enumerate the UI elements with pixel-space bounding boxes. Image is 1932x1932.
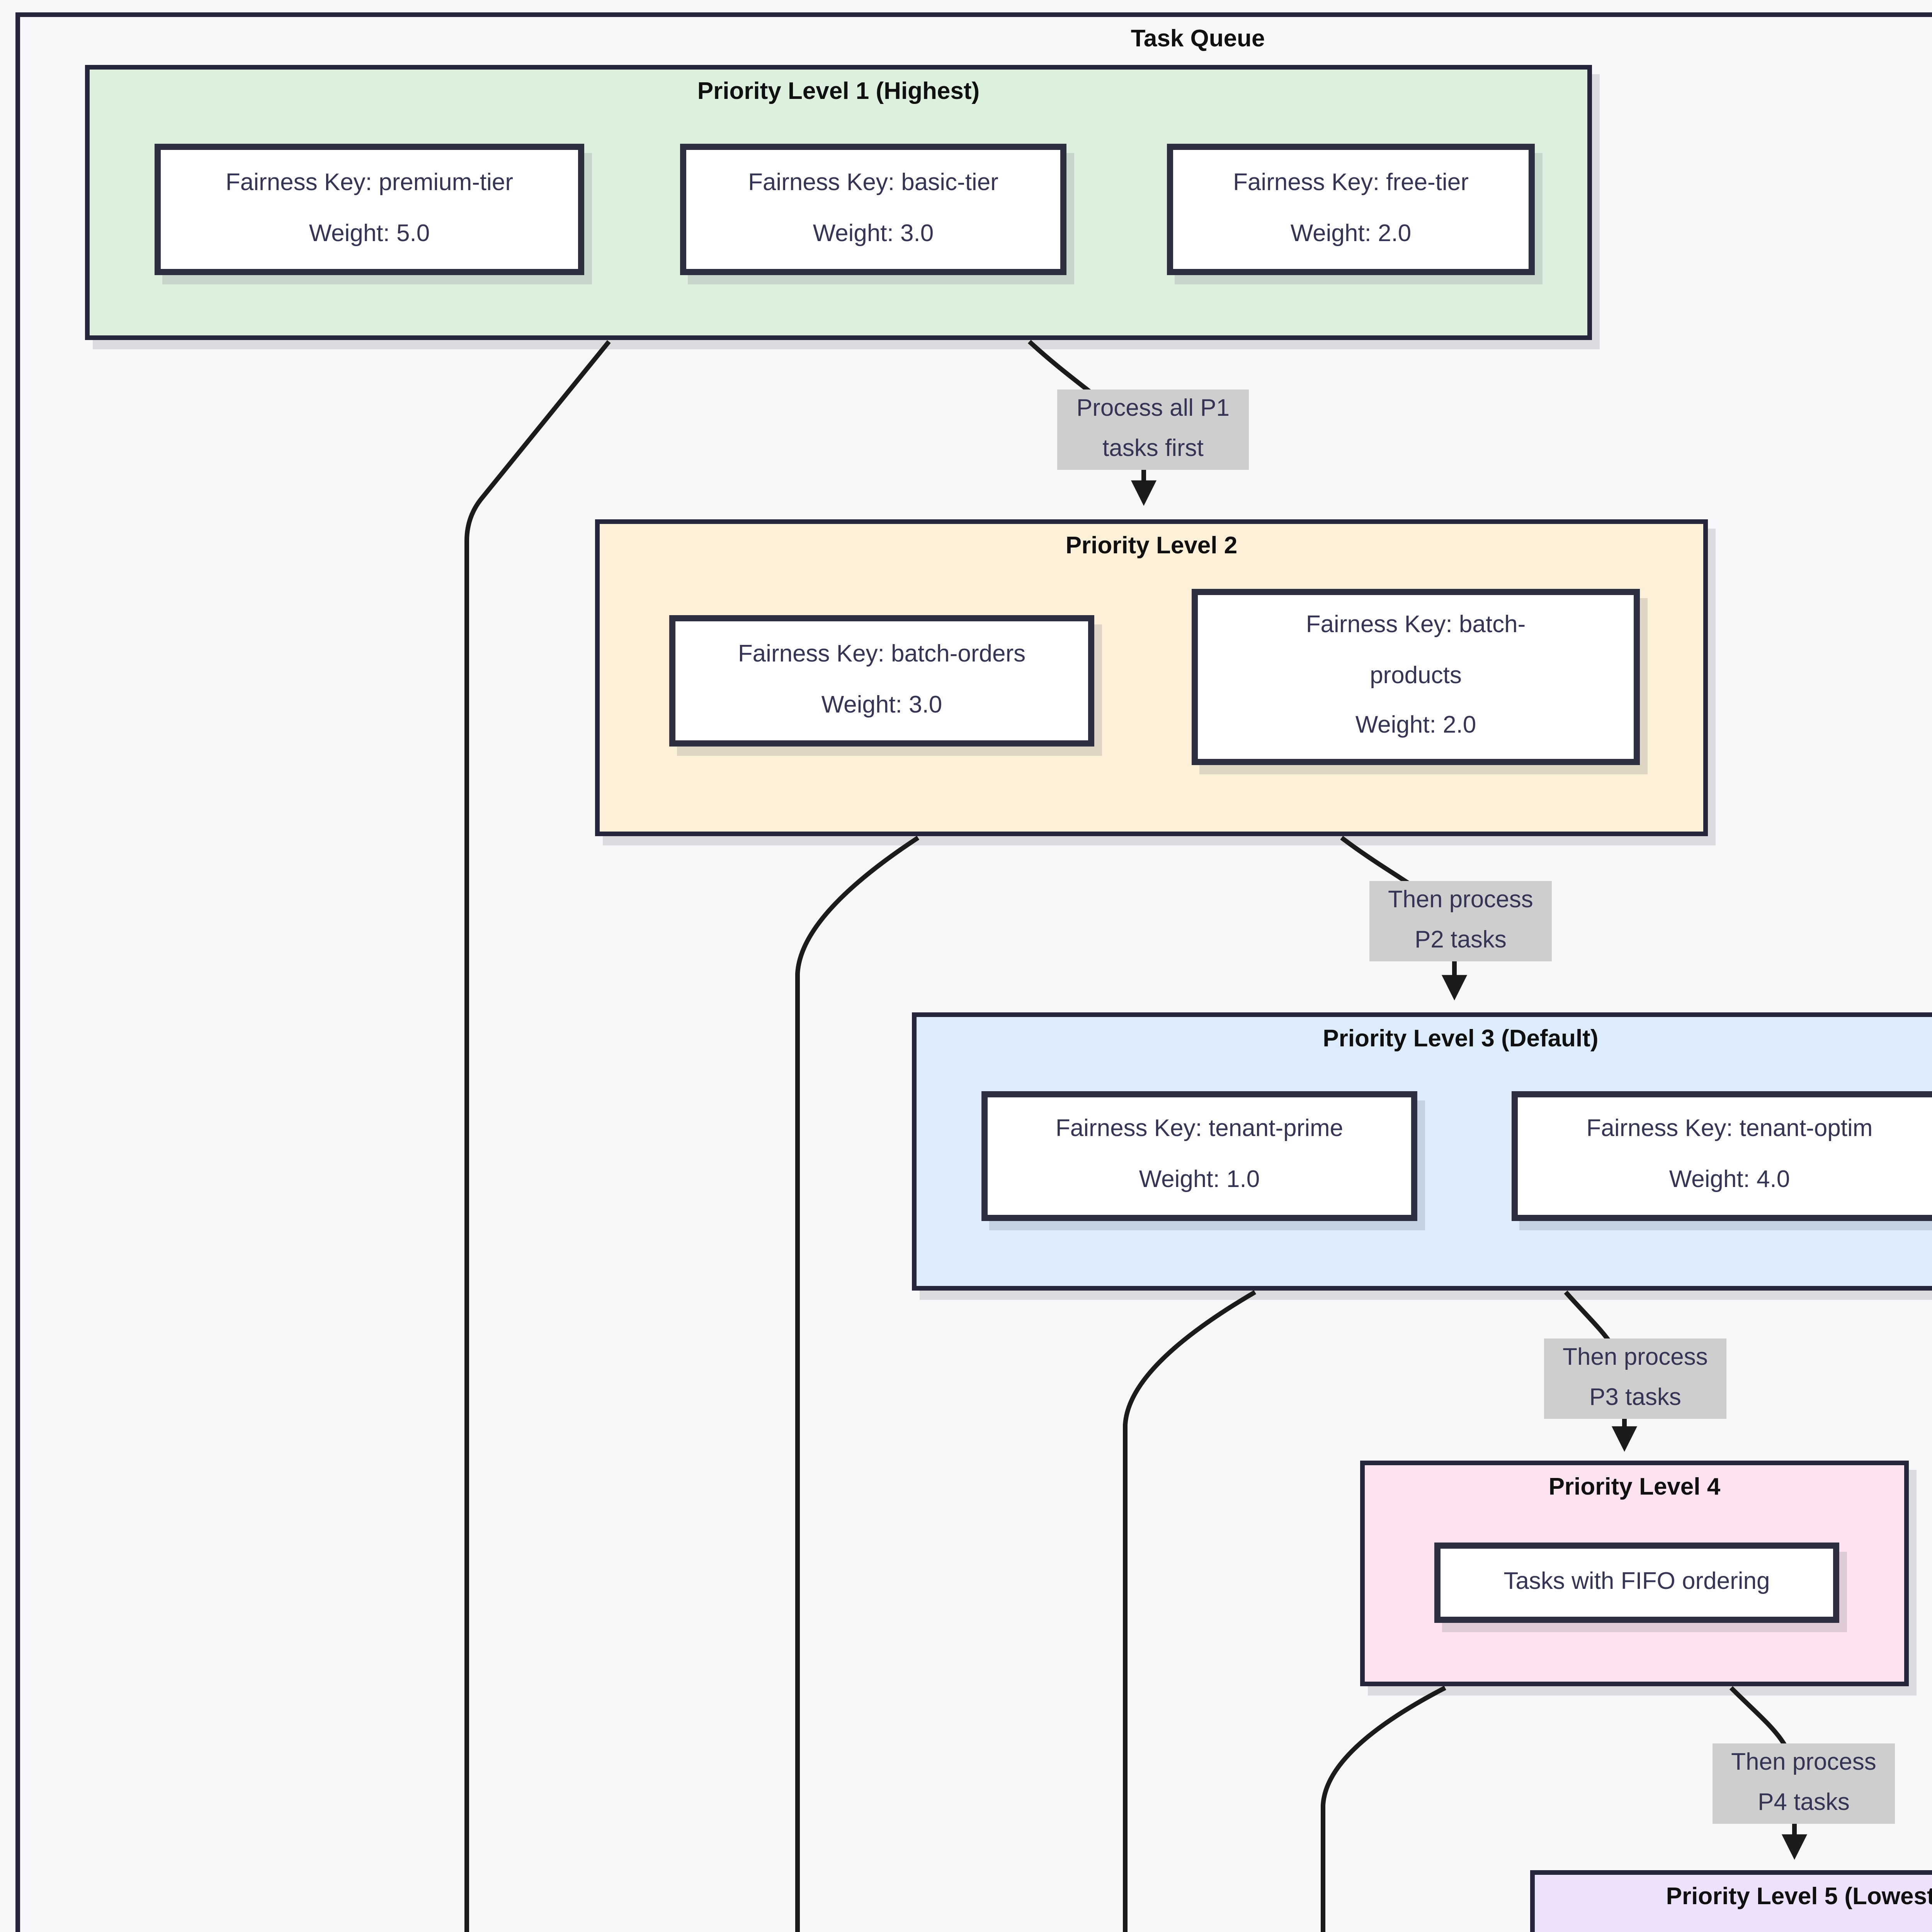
task-node-batch-orders: Fairness Key: batch-orders Weight: 3.0 [669,615,1094,747]
priority-level-3-group: Priority Level 3 (Default) Fairness Key:… [912,1012,1932,1291]
priority-level-1-title: Priority Level 1 (Highest) [697,79,980,105]
task-node-basic-tier: Fairness Key: basic-tier Weight: 3.0 [680,144,1066,275]
task-node-fifo-p4: Tasks with FIFO ordering [1434,1543,1839,1623]
edge-label-process-p3: Then process P3 tasks [1544,1338,1726,1419]
task-node-free-tier-label: Fairness Key: free-tier Weight: 2.0 [1233,170,1469,247]
edge-label-process-p1: Process all P1 tasks first [1057,389,1249,470]
priority-level-4-title: Priority Level 4 [1548,1475,1721,1501]
task-node-batch-orders-label: Fairness Key: batch-orders Weight: 3.0 [738,641,1026,718]
priority-level-2-title: Priority Level 2 [1065,533,1238,560]
edge-label-process-p2: Then process P2 tasks [1369,881,1552,961]
priority-level-1-group: Priority Level 1 (Highest) Fairness Key:… [85,65,1592,340]
task-node-premium-tier-label: Fairness Key: premium-tier Weight: 5.0 [225,170,514,247]
task-node-fifo-p4-label: Tasks with FIFO ordering [1503,1568,1770,1595]
task-node-tenant-prime-label: Fairness Key: tenant-prime Weight: 1.0 [1055,1116,1344,1193]
edge-label-process-p4: Then process P4 tasks [1713,1743,1895,1824]
task-queue-title: Task Queue [1131,26,1265,53]
task-node-basic-tier-label: Fairness Key: basic-tier Weight: 3.0 [748,170,998,247]
priority-level-3-title: Priority Level 3 (Default) [1323,1026,1599,1053]
task-node-premium-tier: Fairness Key: premium-tier Weight: 5.0 [155,144,584,275]
task-node-tenant-prime: Fairness Key: tenant-prime Weight: 1.0 [981,1091,1417,1221]
task-node-tenant-optim-label: Fairness Key: tenant-optim Weight: 4.0 [1586,1116,1873,1193]
priority-level-2-group: Priority Level 2 Fairness Key: batch-ord… [595,519,1708,836]
task-node-free-tier: Fairness Key: free-tier Weight: 2.0 [1167,144,1535,275]
task-queue-container: Task Queue [15,12,1932,1932]
task-node-batch-products: Fairness Key: batch- products Weight: 2.… [1192,589,1640,765]
priority-level-5-group: Priority Level 5 (Lowest) Tasks with FIF… [1530,1870,1932,1932]
task-node-tenant-optim: Fairness Key: tenant-optim Weight: 4.0 [1512,1091,1932,1221]
task-node-batch-products-label: Fairness Key: batch- products Weight: 2.… [1306,612,1526,740]
priority-level-4-group: Priority Level 4 Tasks with FIFO orderin… [1360,1461,1909,1686]
priority-level-5-title: Priority Level 5 (Lowest) [1666,1884,1932,1910]
